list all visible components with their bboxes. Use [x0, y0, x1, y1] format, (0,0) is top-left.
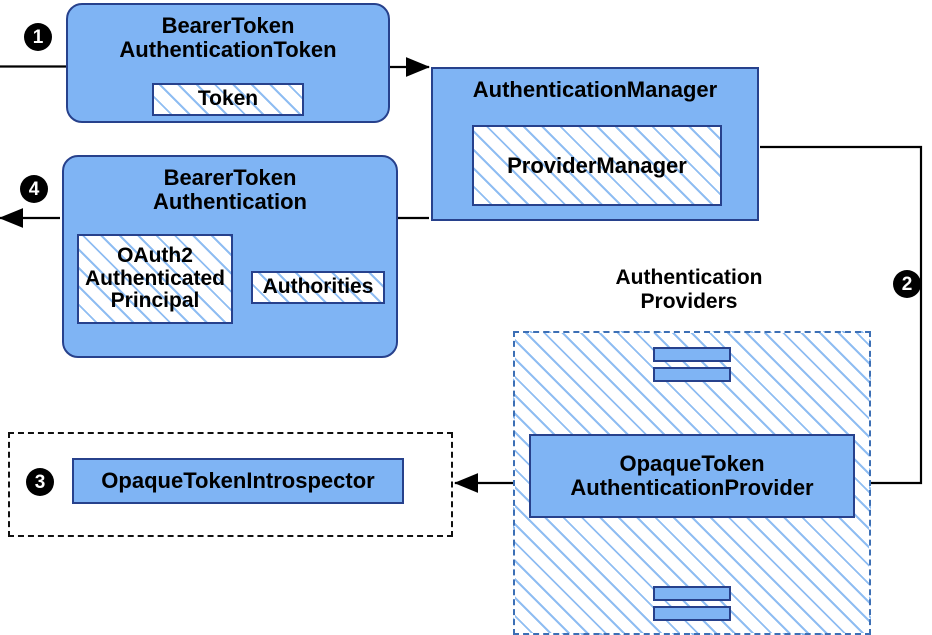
opaque-token-introspector-label: OpaqueTokenIntrospector [101, 468, 375, 494]
step-marker-4: 4 [20, 175, 48, 203]
inner-authorities-label: Authorities [262, 275, 374, 299]
bearer-token-authentication-title-line2: Authentication [153, 188, 307, 214]
authentication-providers-label-line2: Providers [640, 289, 738, 313]
node-opaque-token-authentication-provider[interactable]: OpaqueToken AuthenticationProvider [511, 434, 855, 536]
inner-token-label: Token [197, 87, 259, 111]
node-authentication-manager[interactable]: AuthenticationManager ProviderManager [415, 67, 759, 237]
step-marker-1: 1 [24, 23, 52, 51]
node-bearer-token-authentication[interactable]: BearerToken Authentication OAuth2 Authen… [55, 155, 405, 365]
authentication-providers-label-line1: Authentication [615, 266, 763, 289]
inner-oauth2-authenticated-principal[interactable]: OAuth2 Authenticated Principal [77, 234, 233, 324]
inner-provider-manager-label: ProviderManager [507, 152, 687, 178]
opaque-token-authentication-provider-title-line1: OpaqueToken [619, 451, 765, 477]
opaque-token-authentication-provider-title-line2: AuthenticationProvider [570, 475, 814, 500]
provider-placeholder-bottom-bar-1 [653, 586, 731, 601]
provider-placeholder-top-bar-2 [653, 367, 731, 382]
principal-line1: OAuth2 [117, 243, 193, 267]
principal-line2: Authenticated [84, 266, 225, 290]
authentication-manager-title: AuthenticationManager [472, 77, 718, 102]
inner-token[interactable]: Token [152, 83, 304, 116]
node-opaque-token-introspector[interactable]: OpaqueTokenIntrospector [54, 458, 404, 522]
bearer-token-authentication-title-line1: BearerToken [163, 165, 297, 190]
opaque-token-introspector-container [8, 432, 453, 537]
bearer-token-authentication-token-title-line2: AuthenticationToken [119, 36, 337, 62]
step-marker-3: 3 [26, 468, 54, 496]
provider-placeholder-bottom-bar-2 [653, 606, 731, 621]
principal-line3: Principal [110, 289, 200, 313]
step-marker-2: 2 [893, 270, 921, 298]
bearer-token-authentication-token-title-line1: BearerToken [161, 13, 295, 38]
node-bearer-token-authentication-token[interactable]: BearerToken AuthenticationToken Token [59, 3, 397, 130]
provider-placeholder-top-bar-1 [653, 347, 731, 362]
inner-provider-manager[interactable]: ProviderManager [472, 125, 722, 206]
inner-authorities[interactable]: Authorities [251, 271, 385, 304]
authentication-providers-group-label: Authentication Providers [556, 266, 822, 313]
